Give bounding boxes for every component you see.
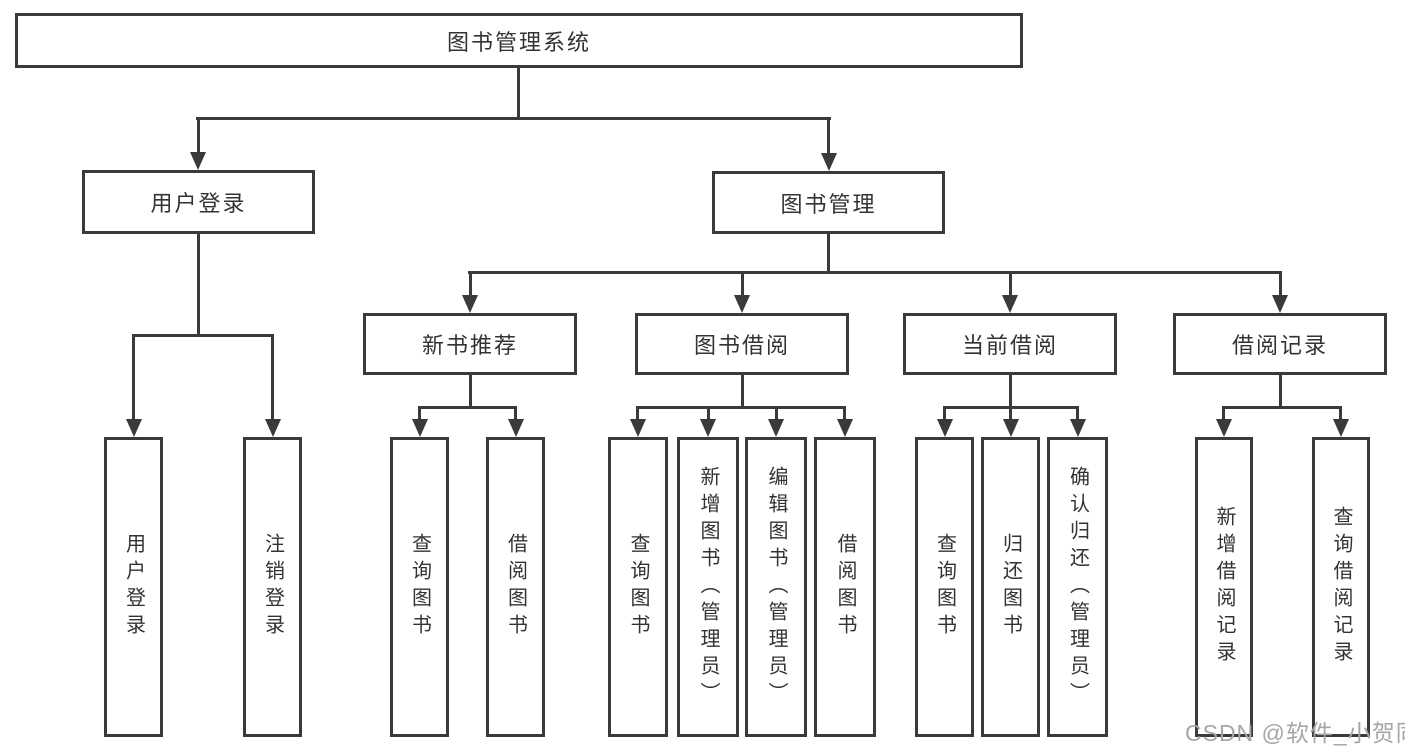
connector-line [741,374,744,408]
connector-line [132,334,135,421]
leaf-edit-books-admin-label: 编辑图书（管理员） [765,465,787,709]
connector-line [1279,271,1282,296]
node-book-management-label: 图书管理 [780,191,877,217]
arrow-down-icon [508,419,524,437]
connector-line [418,406,517,409]
node-borrow-records: 借阅记录 [1173,313,1387,375]
leaf-logout: 注销登录 [243,437,302,737]
arrow-down-icon [1216,419,1232,437]
leaf-edit-books-admin: 编辑图书（管理员） [745,437,807,737]
arrow-down-icon [937,419,953,437]
connector-line [468,271,1282,274]
connector-line [707,406,710,421]
connector-line [943,406,946,421]
node-book-borrow: 图书借阅 [635,313,849,375]
node-book-management: 图书管理 [712,171,945,234]
leaf-user-login: 用户登录 [104,437,163,737]
connector-line [1222,406,1342,409]
arrow-down-icon [1272,295,1288,313]
leaf-borrow-books-recommend-label: 借阅图书 [504,533,527,641]
connector-line [636,406,639,421]
leaf-query-books-recommend-label: 查询图书 [408,533,431,641]
leaf-add-books-admin: 新增图书（管理员） [677,437,739,737]
connector-line [1009,271,1012,296]
leaf-add-borrow-record-label: 新增借阅记录 [1213,506,1235,668]
node-current-borrow-label: 当前借阅 [961,333,1058,358]
arrow-down-icon [1003,419,1019,437]
connector-line [132,334,274,337]
node-new-book-recommend: 新书推荐 [363,313,577,375]
connector-line [1009,406,1012,421]
connector-line [741,271,744,296]
arrow-down-icon [768,419,784,437]
leaf-query-books-borrow: 查询图书 [608,437,668,737]
leaf-query-borrow-record-label: 查询借阅记录 [1330,506,1352,668]
leaf-borrow-books-recommend: 借阅图书 [486,437,545,737]
connector-line [469,271,472,296]
arrow-down-icon [700,419,716,437]
arrow-down-icon [190,152,206,170]
arrow-down-icon [1333,419,1349,437]
leaf-query-books-current-label: 查询图书 [933,533,956,641]
arrow-down-icon [630,419,646,437]
arrow-down-icon [734,295,750,313]
node-book-borrow-label: 图书借阅 [693,333,790,358]
leaf-user-login-label: 用户登录 [122,533,145,641]
leaf-query-books-borrow-label: 查询图书 [627,533,649,641]
connector-line [1339,406,1342,421]
arrow-down-icon [412,419,428,437]
csdn-watermark: CSDN @软件_小贺同学 [1185,720,1405,746]
node-library-system: 图书管理系统 [15,13,1023,68]
connector-line [1222,406,1225,421]
connector-line [1279,374,1282,408]
leaf-borrow-books: 借阅图书 [814,437,876,737]
connector-line [514,406,517,421]
connector-line [469,374,472,408]
connector-line [827,117,830,153]
node-new-book-recommend-label: 新书推荐 [421,333,518,358]
leaf-query-books-recommend: 查询图书 [390,437,449,737]
arrow-down-icon [821,153,837,171]
node-current-borrow: 当前借阅 [903,313,1117,375]
leaf-borrow-books-label: 借阅图书 [834,533,856,641]
leaf-confirm-return-admin: 确认归还（管理员） [1047,437,1108,737]
connector-line [418,406,421,421]
connector-line [827,233,830,274]
arrow-down-icon [462,295,478,313]
leaf-logout-label: 注销登录 [261,533,284,641]
connector-line [1076,406,1079,421]
leaf-return-books-label: 归还图书 [999,533,1022,641]
connector-line [197,117,200,153]
node-borrow-records-label: 借阅记录 [1231,333,1328,358]
leaf-add-books-admin-label: 新增图书（管理员） [697,465,719,709]
leaf-query-books-current: 查询图书 [915,437,974,737]
connector-line [775,406,778,421]
arrow-down-icon [1070,419,1086,437]
arrow-down-icon [265,419,281,437]
connector-line [1009,374,1012,408]
connector-line [271,334,274,421]
node-user-login: 用户登录 [82,170,315,234]
leaf-add-borrow-record: 新增借阅记录 [1195,437,1253,737]
arrow-down-icon [126,419,142,437]
leaf-confirm-return-admin-label: 确认归还（管理员） [1066,465,1089,709]
connector-line [196,117,831,120]
connector-line [636,406,846,409]
node-library-system-label: 图书管理系统 [446,29,591,55]
node-user-login-label: 用户登录 [150,191,247,216]
leaf-query-borrow-record: 查询借阅记录 [1312,437,1370,737]
connector-line [843,406,846,421]
connector-line [517,68,520,120]
leaf-return-books: 归还图书 [981,437,1040,737]
connector-line [197,232,200,336]
arrow-down-icon [837,419,853,437]
arrow-down-icon [1002,295,1018,313]
